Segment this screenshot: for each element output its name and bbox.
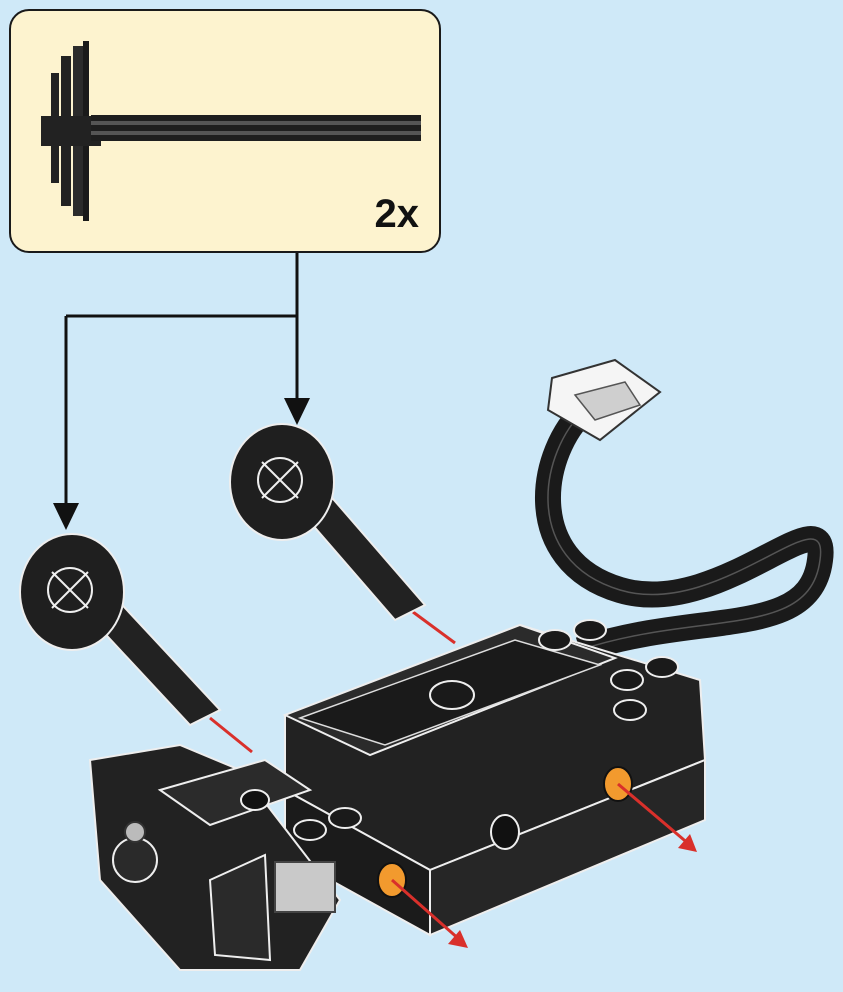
wheel-axle-front — [19, 533, 222, 727]
parts-callout: 2x — [9, 9, 441, 253]
insertion-line — [412, 610, 456, 645]
insertion-line — [209, 716, 253, 754]
direction-arrow — [617, 782, 691, 847]
motor-bogie — [88, 743, 342, 971]
motor-cable — [534, 358, 834, 663]
wheel-axle-icon — [41, 41, 421, 221]
direction-arrow — [391, 878, 461, 942]
train-motor — [253, 619, 707, 937]
callout-connector — [53, 253, 310, 530]
quantity-label: 2x — [374, 192, 420, 236]
wheel-axle-back — [229, 423, 427, 622]
